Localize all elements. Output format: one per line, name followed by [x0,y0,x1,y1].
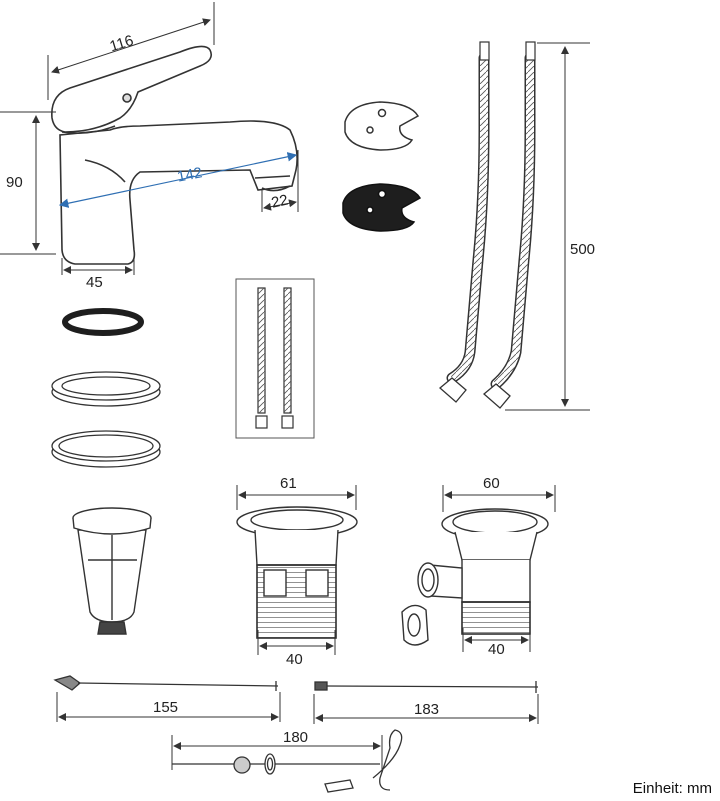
pop-up-waste-dimensions [236,485,357,655]
pivot-rod-dimension [171,735,383,770]
faucet-height-label: 90 [6,174,23,191]
lift-rod-dimension [56,692,281,722]
connecting-rod-label: 183 [414,701,440,718]
pivot-rod-label: 180 [283,729,309,746]
drain-top-label: 60 [483,475,500,492]
hose-length-label: 500 [570,241,596,258]
drain-with-overflow [401,508,549,646]
flat-gasket-2 [51,430,161,468]
flexible-hoses [438,41,536,409]
faucet [51,45,298,265]
mounting-plate-white [344,101,420,151]
pivot-rod-assembly [172,729,403,793]
aerator-label: 22 [269,191,290,212]
mounting-plate-black [342,183,422,232]
connecting-rod-dimension [313,694,539,724]
lift-rod [53,675,279,691]
connecting-rod [314,681,539,693]
spout-reach-line [58,152,298,208]
hose-dimensions [505,42,590,411]
pop-up-waste-thread-label: 40 [286,651,303,668]
pop-up-plug [72,507,152,635]
drain-thread-label: 40 [488,641,505,658]
drain-dimensions [442,485,556,652]
lift-rod-label: 155 [153,699,179,716]
flat-gasket-1 [51,371,161,407]
base-diameter-label: 45 [86,274,103,291]
pop-up-waste-top-label: 61 [280,475,297,492]
pop-up-waste [236,506,358,639]
threaded-rods [235,278,315,439]
black-o-ring [62,308,144,336]
unit-note: Einheit: mm [632,780,712,797]
